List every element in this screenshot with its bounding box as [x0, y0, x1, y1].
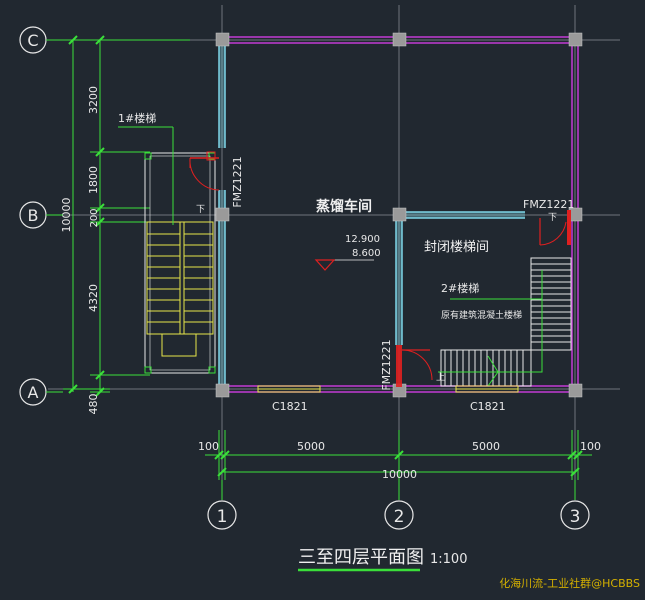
column: [215, 207, 230, 222]
drawing-title: 三至四层平面图: [298, 547, 424, 568]
window-right-label: C1821: [470, 400, 506, 413]
column: [392, 32, 407, 47]
stair-2-label: 2#楼梯: [441, 281, 479, 295]
door-bottom-label: FMZ1221: [380, 339, 393, 390]
room-stair-label: 封闭楼梯间: [424, 240, 489, 255]
axis-bubble-1: [207, 500, 237, 530]
dim-1800: 1800: [87, 166, 100, 194]
stair-1-down-mark: 下: [196, 205, 205, 215]
row-axis-bubbles: C B A: [19, 26, 63, 406]
dim-3200: 3200: [87, 86, 100, 114]
dim-horizontal-total: 10000: [382, 468, 417, 481]
column: [215, 32, 230, 47]
window-right: [455, 385, 519, 393]
dim-vertical-total: 10000: [60, 198, 73, 233]
axis-label-2: 2: [394, 507, 405, 527]
level-12900: 12.900: [345, 234, 380, 245]
axis-label-3: 3: [570, 507, 581, 527]
interior-walls: [218, 43, 525, 386]
door-left: [189, 151, 220, 191]
dimension-bottom: [205, 430, 592, 500]
dim-200: 200: [89, 208, 100, 227]
column: [568, 383, 583, 398]
stair-1: 1#楼梯 下: [118, 111, 216, 374]
dimension-left: [63, 35, 190, 397]
window-left: [257, 385, 321, 393]
dim-left-100: 100: [198, 440, 219, 453]
door-right-label: FMZ1221: [523, 198, 574, 211]
level-symbol: [314, 259, 374, 271]
stair-2-note: 原有建筑混凝土楼梯: [441, 309, 522, 321]
door-left-label: FMZ1221: [231, 156, 244, 207]
window-left-label: C1821: [272, 400, 308, 413]
axis-label-c: C: [27, 31, 38, 50]
room-main-label: 蒸馏车间: [316, 198, 372, 215]
col-axis-bubbles: 1 2 3: [207, 500, 590, 530]
stair-2: [440, 257, 572, 387]
watermark: 化海川流-工业社群@HCBBS: [499, 576, 640, 590]
dim-5000-b: 5000: [472, 440, 500, 453]
dim-480: 480: [87, 394, 100, 415]
dim-right-100: 100: [580, 440, 601, 453]
door-right: [539, 210, 571, 246]
door-bottom: [396, 345, 433, 387]
level-8600: 8.600: [352, 248, 381, 259]
wall-hatch: [219, 43, 525, 386]
axis-label-b: B: [28, 206, 39, 225]
drawing-scale: 1:100: [430, 552, 467, 567]
stair-2-down-mark: 下: [548, 213, 557, 223]
axis-label-a: A: [28, 383, 39, 402]
axis-label-1: 1: [217, 507, 228, 527]
column: [568, 32, 583, 47]
columns: [215, 32, 583, 398]
dim-4320: 4320: [87, 284, 100, 312]
axis-bubble-2: [384, 500, 414, 530]
stair-2-up-mark: 上: [436, 372, 445, 383]
column: [215, 383, 230, 398]
axis-grid: [48, 5, 620, 500]
stair-2-arrows: [438, 270, 543, 387]
column: [392, 207, 407, 222]
axis-bubble-3: [560, 500, 590, 530]
stair-1-label: 1#楼梯: [118, 111, 156, 125]
dim-5000-a: 5000: [297, 440, 325, 453]
